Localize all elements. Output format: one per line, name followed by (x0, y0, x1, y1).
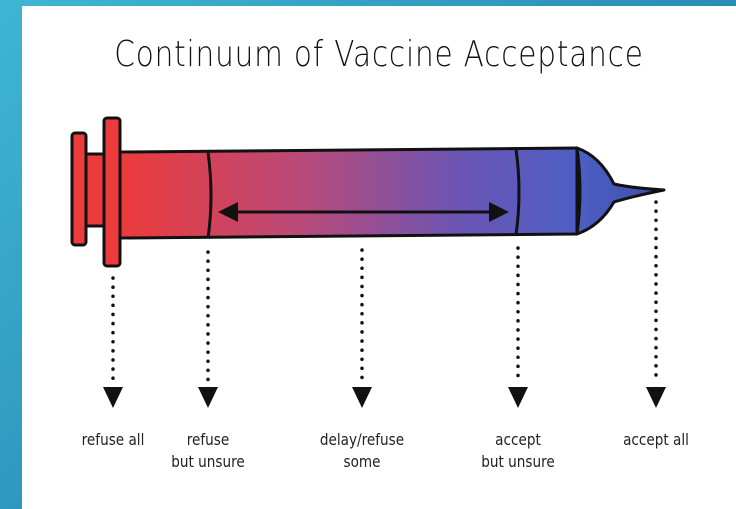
label-accept-but-unsure: accept but unsure (476, 429, 561, 473)
label-accept-but-unsure-line1: accept (476, 429, 561, 451)
label-delay-refuse-some: delay/refuse some (311, 429, 413, 473)
connector-accept-all (646, 202, 666, 408)
label-accept-all-line1: accept all (614, 429, 699, 451)
label-delay-refuse-some-line1: delay/refuse (311, 429, 413, 451)
label-refuse-but-unsure: refuse but unsure (166, 429, 251, 473)
connector-refuse-all (103, 278, 123, 408)
slide-panel: Continuum of Vaccine Acceptance (22, 6, 736, 509)
label-accept-all: accept all (614, 429, 699, 451)
label-refuse-but-unsure-line1: refuse (166, 429, 251, 451)
plunger-flange-inner (104, 118, 120, 266)
label-delay-refuse-some-line2: some (311, 451, 413, 473)
connector-accept-but-unsure (508, 248, 528, 408)
label-accept-but-unsure-line2: but unsure (476, 451, 561, 473)
connector-delay-refuse-some (352, 250, 372, 408)
label-refuse-but-unsure-line2: but unsure (166, 451, 251, 473)
label-refuse-all-line1: refuse all (71, 429, 156, 451)
syringe-tip (577, 148, 664, 234)
plunger-flange-outer (72, 133, 86, 245)
syringe-barrel (120, 148, 577, 238)
label-refuse-all: refuse all (71, 429, 156, 451)
connector-refuse-but-unsure (198, 252, 218, 408)
plunger-stem (86, 154, 104, 226)
